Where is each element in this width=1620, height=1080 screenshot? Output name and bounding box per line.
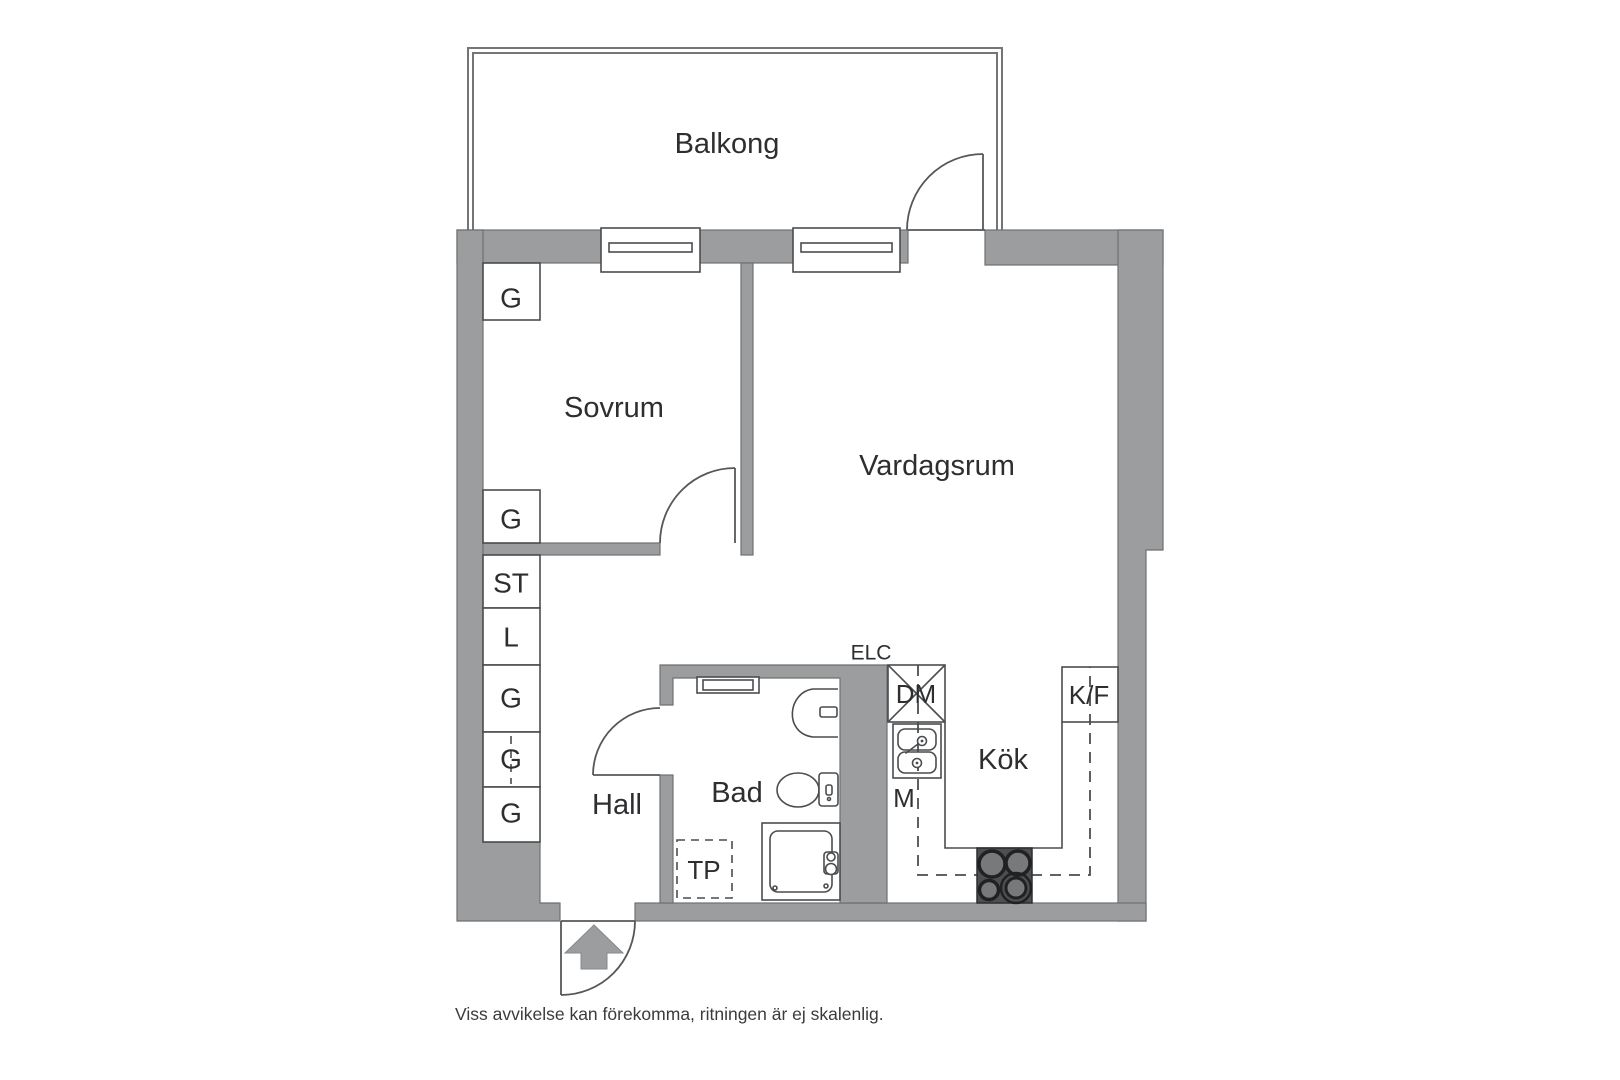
kitchen-faucet-lever	[905, 743, 919, 754]
toilet-detail-dot	[826, 796, 832, 802]
door-swing-arc	[592, 707, 661, 776]
counter-solid-edge	[944, 722, 1063, 849]
closet-cell-l	[482, 607, 541, 666]
entrance-door	[560, 920, 636, 996]
wardrobe-bottom-label: G	[500, 504, 522, 535]
wall-bedroom-south	[482, 542, 661, 556]
kitchen-faucet-dot	[920, 739, 924, 743]
kitchen-label: Kök	[978, 744, 1028, 776]
bathroom-fixtures	[676, 676, 841, 901]
shower-mixer-knob-bottom	[824, 862, 838, 876]
burner-top-right	[1004, 849, 1032, 877]
door-swing-arc	[906, 153, 984, 231]
walls	[456, 229, 1164, 922]
window-glazing	[608, 242, 693, 253]
entrance-arrow-icon	[563, 924, 625, 970]
fridge-freezer-label: K/F	[1069, 680, 1109, 710]
toilet-bowl	[776, 772, 820, 808]
wall-bedroom-east	[740, 262, 754, 556]
bedroom-window	[600, 227, 701, 273]
toilet-flush-button	[825, 784, 833, 796]
tp-area-box	[676, 839, 733, 899]
closet-st-label: ST	[493, 568, 529, 599]
livingroom-label: Vardagsrum	[859, 450, 1015, 482]
balcony-railing-outer	[467, 47, 1003, 230]
wall-bottom	[634, 902, 1147, 922]
balcony-label: Balkong	[675, 128, 780, 160]
bathroom-door	[592, 707, 661, 776]
dishwasher-cross-2	[887, 664, 946, 723]
burner-top-left	[977, 849, 1007, 879]
wall-bathroom	[659, 664, 888, 904]
shower-drain-dot-left	[772, 885, 778, 891]
elc-label: ELC	[851, 642, 892, 665]
machine-label: M	[893, 783, 915, 813]
closet-cell-g3	[482, 786, 541, 843]
bathroom-sink	[791, 688, 838, 738]
wardrobe-top-label: G	[500, 283, 522, 314]
balcony-railing	[467, 47, 1003, 230]
shower-mixer-knob-top	[826, 852, 836, 862]
burner-bottom-left	[977, 878, 1001, 902]
wall-bathroom-west-lower	[659, 774, 674, 904]
burner-bottom-right	[1004, 876, 1028, 900]
balcony-door	[906, 153, 985, 231]
door-swing-arc	[560, 920, 636, 996]
bathroom-sink-tap	[819, 706, 838, 718]
bathroom-cabinet-inner	[702, 679, 754, 691]
wall-right	[1117, 229, 1164, 922]
door-swing-arc	[659, 467, 736, 544]
shower-drain-dot-right	[823, 883, 829, 889]
closet-cell-g1	[482, 664, 541, 733]
kitchen-fixtures	[887, 664, 1119, 905]
livingroom-window	[792, 227, 901, 273]
closet-l-label: L	[503, 622, 519, 653]
dishwasher-label: DM	[896, 679, 936, 709]
stove	[976, 847, 1033, 905]
balcony-railing-inner	[472, 52, 998, 230]
hall-label: Hall	[592, 789, 642, 821]
bedroom-wardrobe-bottom	[482, 489, 541, 544]
labels: Balkong Sovrum Vardagsrum Hall Bad Kök G…	[455, 128, 1109, 1024]
tp-label: TP	[687, 855, 720, 885]
bedroom-door	[659, 467, 736, 544]
closet-g3-label: G	[500, 798, 522, 829]
kitchen-sink-drain-dot	[915, 761, 919, 765]
disclaimer-text: Viss avvikelse kan förekomma, ritningen …	[455, 1004, 884, 1024]
bedroom-wardrobe-top	[482, 262, 541, 321]
closets	[482, 262, 541, 843]
bathroom-label: Bad	[711, 777, 763, 809]
window-glazing	[800, 242, 893, 253]
bedroom-label: Sovrum	[564, 392, 664, 424]
closet-cell-st	[482, 554, 541, 609]
burner-bottom-right-outer	[999, 871, 1033, 905]
shower-tray	[769, 830, 833, 893]
closet-g2-label: G	[500, 744, 522, 775]
closet-g1-label: G	[500, 683, 522, 714]
